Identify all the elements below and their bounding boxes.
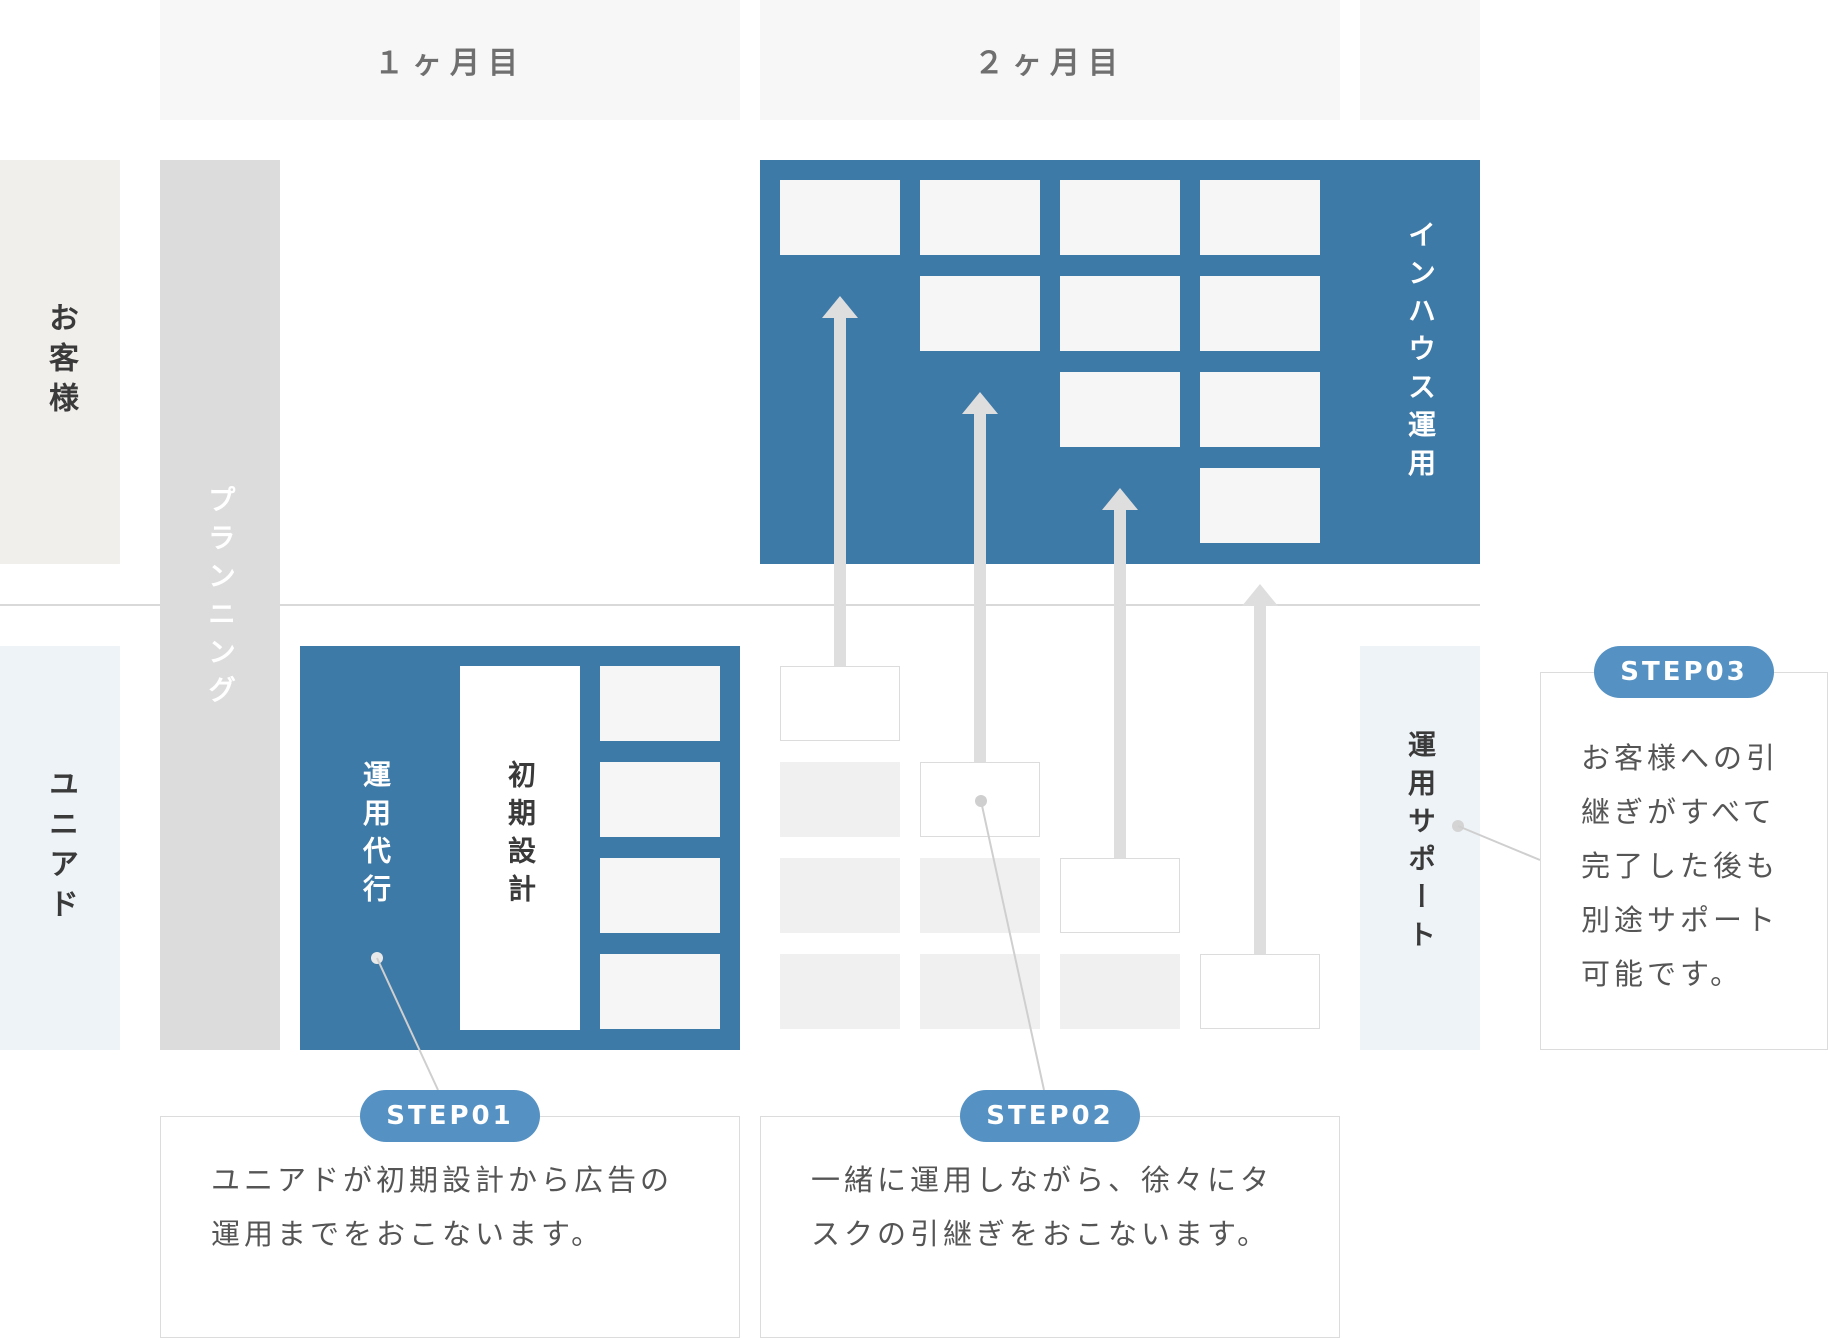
month-header-2: ２ヶ月目 — [760, 0, 1340, 120]
proxy-tile — [600, 666, 720, 741]
handover-task-tile — [780, 762, 900, 837]
month-header-1: １ヶ月目 — [160, 0, 740, 120]
month-header-3 — [1360, 0, 1480, 120]
step01-connector — [376, 957, 439, 1091]
step03-box: お客様への引 継ぎがすべて 完了した後も 別途サポート 可能です。 — [1540, 672, 1828, 1050]
proxy-tile — [600, 858, 720, 933]
initial-setup-label: 初期設計 — [504, 760, 537, 912]
step03-text-line1: お客様への引 — [1581, 741, 1780, 775]
step02-text-line1: 一緒に運用しながら、徐々にタ — [811, 1163, 1274, 1197]
inhouse-tile — [780, 180, 900, 255]
inhouse-tile — [1200, 276, 1320, 351]
inhouse-label: インハウス運用 — [1380, 220, 1460, 510]
step01-text-line1: ユニアドが初期設計から広告の — [211, 1163, 674, 1197]
step02-text-line2: スクの引継ぎをおこないます。 — [811, 1217, 1271, 1251]
inhouse-tile — [1060, 276, 1180, 351]
handover-arrow-1-shaft — [834, 316, 846, 666]
operation-support-label: 運用サポート — [1404, 730, 1437, 958]
step02-connector — [980, 800, 1045, 1091]
initial-setup-box: 初期設計 — [460, 666, 580, 1030]
planning-bar-label: プランニング — [204, 485, 237, 713]
handover-arrow-3-shaft — [1114, 508, 1126, 858]
inhouse-tile — [1060, 180, 1180, 255]
step03-text-line2: 継ぎがすべて — [1581, 795, 1776, 829]
handover-task-tile — [920, 858, 1040, 933]
row-label-customer: お客様 — [0, 160, 120, 564]
inhouse-tile — [920, 276, 1040, 351]
month-header-1-label: １ヶ月目 — [374, 46, 526, 81]
operation-support-block: 運用サポート — [1360, 646, 1480, 1050]
step01-badge-label: STEP01 — [386, 1101, 514, 1131]
inhouse-tile — [1200, 180, 1320, 255]
proxy-tile — [600, 762, 720, 837]
row-label-uniad: ユニアド — [0, 646, 120, 1050]
inhouse-tile — [920, 180, 1040, 255]
step03-badge-label: STEP03 — [1620, 657, 1748, 687]
inhouse-tile — [1200, 372, 1320, 447]
handover-task-tile — [780, 666, 900, 741]
step03-text-line4: 別途サポート — [1581, 903, 1780, 937]
handover-arrow-1-head — [822, 296, 858, 318]
handover-arrow-4-head — [1242, 584, 1278, 606]
row-label-customer-text: お客様 — [43, 302, 78, 422]
step03-badge: STEP03 — [1594, 646, 1774, 698]
handover-task-tile — [920, 954, 1040, 1029]
handover-arrow-2-head — [962, 392, 998, 414]
step01-text-line2: 運用までをおこないます。 — [211, 1217, 605, 1251]
step02-badge: STEP02 — [960, 1090, 1140, 1142]
inhouse-tile — [1200, 468, 1320, 543]
step02-badge-label: STEP02 — [986, 1101, 1114, 1131]
handover-task-tile — [780, 858, 900, 933]
step01-badge: STEP01 — [360, 1090, 540, 1142]
operation-proxy-label-text: 運用代行 — [359, 760, 392, 912]
step03-connector — [1457, 825, 1541, 861]
operation-proxy-label: 運用代行 — [340, 760, 410, 920]
month-header-2-label: ２ヶ月目 — [974, 46, 1126, 81]
handover-arrow-2-shaft — [974, 412, 986, 762]
handover-arrow-4-shaft — [1254, 604, 1266, 954]
handover-task-tile — [1060, 858, 1180, 933]
inhouse-label-text: インハウス運用 — [1404, 220, 1437, 486]
handover-arrow-3-head — [1102, 488, 1138, 510]
handover-task-tile — [780, 954, 900, 1029]
row-divider — [0, 604, 1480, 606]
inhouse-tile — [1060, 372, 1180, 447]
proxy-tile — [600, 954, 720, 1029]
handover-task-tile — [1060, 954, 1180, 1029]
step03-text-line5: 可能です。 — [1581, 957, 1744, 991]
handover-task-tile — [1200, 954, 1320, 1029]
planning-bar: プランニング — [160, 160, 280, 1050]
step01-box: ユニアドが初期設計から広告の 運用までをおこないます。 — [160, 1116, 740, 1338]
step03-text-line3: 完了した後も — [1581, 849, 1780, 883]
row-label-uniad-text: ユニアド — [43, 768, 78, 928]
step02-box: 一緒に運用しながら、徐々にタ スクの引継ぎをおこないます。 — [760, 1116, 1340, 1338]
